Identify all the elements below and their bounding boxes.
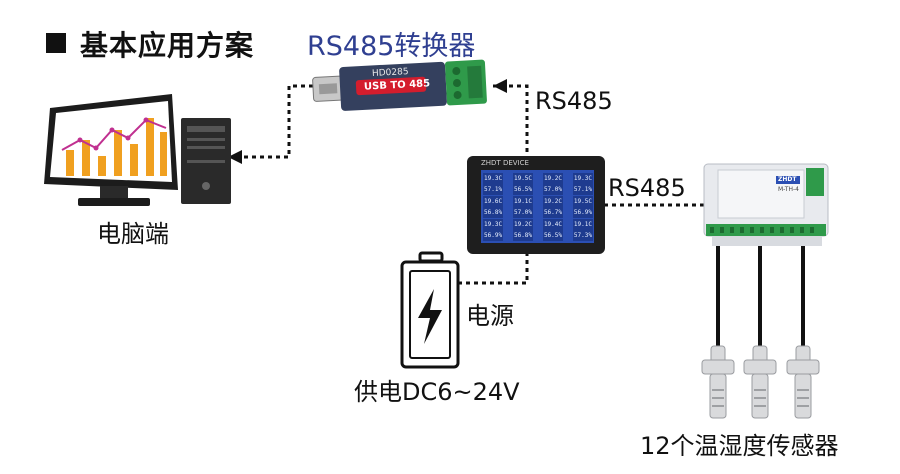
sensor-cables — [716, 246, 805, 348]
display-cell: 57.0% — [512, 207, 534, 218]
display-cell: 57.1% — [572, 184, 593, 195]
display-cell: 19.3C — [483, 173, 504, 184]
display-cell: 19.5C — [512, 173, 534, 184]
display-cell: 56.5% — [542, 230, 563, 241]
display-brand: ZHDT DEVICE — [481, 159, 529, 167]
sensor-vent-lines — [712, 389, 809, 407]
display-row: 57.1% 56.5% 57.0% 57.1% — [483, 184, 593, 195]
display-cell: 56.9% — [572, 207, 593, 218]
display-cell: 56.5% — [512, 184, 534, 195]
display-cell: 19.5C — [572, 196, 593, 207]
usb-converter-icon — [312, 59, 487, 111]
power-supply-label: 供电DC6~24V — [354, 378, 520, 406]
display-cell: 57.0% — [542, 184, 563, 195]
display-cell: 19.6C — [483, 196, 504, 207]
rs485-upper-label: RS485 — [535, 87, 613, 115]
display-row: 19.3C 19.5C 19.2C 19.3C — [483, 173, 593, 184]
converter-model: HD0285 — [371, 67, 409, 79]
sensors-label: 12个温湿度传感器 — [640, 432, 839, 460]
computer-label: 电脑端 — [97, 220, 169, 248]
arrow-to-converter-icon — [493, 79, 507, 93]
display-cell: 56.9% — [483, 230, 504, 241]
arrow-to-computer-icon — [228, 150, 242, 164]
display-cell: 56.8% — [483, 207, 504, 218]
battery-icon — [400, 251, 460, 369]
display-cell: 19.3C — [572, 173, 593, 184]
title-square-icon — [46, 33, 66, 53]
display-cell: 56.7% — [542, 207, 563, 218]
display-cell: 19.3C — [483, 219, 504, 230]
display-row: 19.6C 19.1C 19.2C 19.5C — [483, 196, 593, 207]
usb-to-computer-line — [240, 84, 313, 159]
module-brand: ZHDT — [778, 176, 797, 183]
display-to-power-line — [459, 252, 529, 285]
converter-title: RS485转换器 — [307, 31, 476, 62]
display-cell: 57.1% — [483, 184, 504, 195]
display-row: 56.8% 57.0% 56.7% 56.9% — [483, 207, 593, 218]
module-model: M-TH-4 — [778, 186, 799, 193]
display-cell: 19.2C — [542, 173, 563, 184]
display-row: 19.3C 19.2C 19.4C 19.1C — [483, 219, 593, 230]
computer-icon — [44, 94, 231, 206]
rs485-right-label: RS485 — [608, 174, 686, 202]
display-cell: 19.1C — [512, 196, 534, 207]
display-cell: 56.8% — [512, 230, 534, 241]
acquisition-module-icon — [703, 163, 829, 246]
display-cell: 19.4C — [542, 219, 563, 230]
converter-to-display-line — [493, 84, 529, 155]
sensor-probe-icon — [701, 345, 820, 419]
power-link-label: 电源 — [466, 302, 514, 330]
display-cell: 19.2C — [512, 219, 534, 230]
display-row: 56.9% 56.8% 56.5% 57.3% — [483, 230, 593, 241]
page-title: 基本应用方案 — [80, 29, 255, 62]
display-cell: 19.1C — [572, 219, 593, 230]
display-cell: 19.2C — [542, 196, 563, 207]
display-cell: 57.3% — [572, 230, 593, 241]
